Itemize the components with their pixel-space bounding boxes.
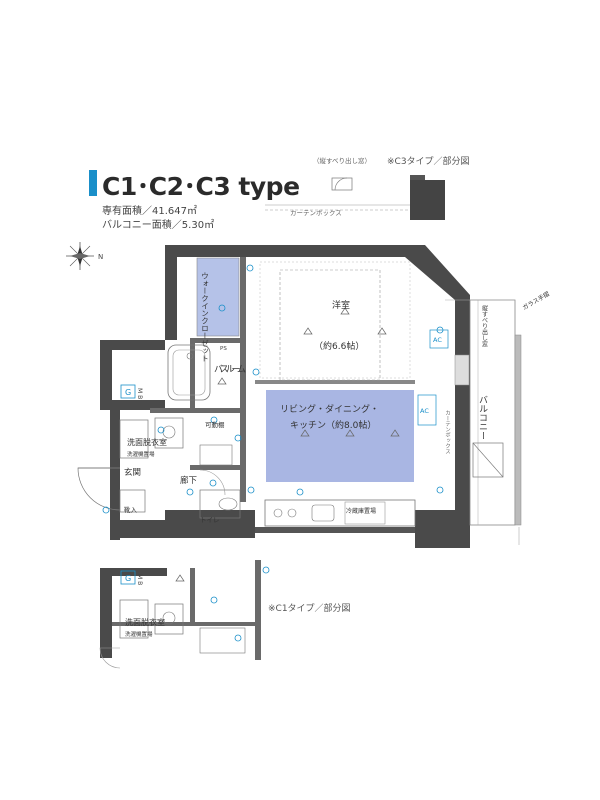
washroom-label: 洗面脱衣室 [127, 437, 167, 447]
light-fixtures [217, 307, 400, 437]
c3-partial-diagram: （縦すべり出し窓） カーテンボックス [265, 156, 445, 220]
ac-label-bedroom: AC [433, 336, 442, 344]
movable-shelf-label: 可動棚 [205, 420, 225, 429]
wall-left-lower [110, 410, 120, 540]
wall-bottom-mid [165, 510, 255, 538]
svg-text:N: N [98, 253, 103, 261]
washroom-sub-label: 洗濯機置場 [127, 450, 155, 458]
mb-label-c1: M B [136, 574, 143, 585]
shoe-storage-label: 靴入 [124, 505, 138, 514]
ldk-label-2: キッチン（約8.0帖） [290, 419, 376, 431]
curtain-box-side-label: カーテンボックス [444, 410, 451, 455]
wall-bottom-right [415, 510, 470, 548]
ldk-area [266, 390, 414, 482]
mb-label: M B [136, 388, 143, 399]
vertical-slide-window-top-label: （縦すべり出し窓） [313, 156, 371, 165]
balcony-area-text: バルコニー面積／5.30㎡ [102, 220, 215, 231]
title-accent-bar [89, 170, 97, 196]
outlet-markers [102, 264, 444, 514]
private-area-text: 専有面積／41.647㎡ [102, 206, 197, 217]
gas-meter-label: G [125, 388, 131, 397]
wall-left-upper [165, 245, 177, 340]
fridge-label: 冷蔵庫置場 [346, 507, 376, 515]
plan-title: C1･C2･C3 type [102, 172, 300, 201]
glass-rail-label: ガラス手摺 [521, 290, 551, 312]
wall-top [165, 245, 405, 257]
bath-label: バスルーム [214, 364, 246, 375]
room-labels: ウォークインクローゼット 洋室 （約6.6帖） バスルーム リビング・ダイニング… [124, 272, 551, 524]
wall-bottom-left [110, 520, 165, 538]
compass-icon: N [66, 242, 103, 270]
gas-meter-label-c1: G [125, 574, 131, 583]
washroom-label-c1: 洗面脱衣室 [125, 617, 165, 627]
wall-left-mid [100, 340, 112, 400]
entrance-label: 玄関 [124, 467, 141, 478]
bedroom-label: 洋室 [332, 299, 350, 311]
toilet-label: トイレ [200, 516, 220, 524]
vertical-slide-window-label: 縦すべり出し窓 [481, 304, 488, 347]
c3-partial-note: ※C3タイプ／部分図 [387, 157, 470, 167]
ps-label: PS [220, 346, 227, 352]
c1-partial-note: ※C1タイプ／部分図 [268, 604, 351, 614]
c1-partial-diagram: G M B 洗面脱衣室 洗濯機置場 [99, 560, 270, 669]
ac-label-living: AC [420, 407, 429, 415]
partial-wall [410, 180, 445, 220]
ldk-label-1: リビング・ダイニング・ [280, 403, 379, 415]
walk-in-closet-area [196, 257, 240, 337]
washroom-sub-label-c1: 洗濯機置場 [125, 630, 153, 638]
main-plan: AC AC G M B [77, 245, 522, 548]
wall-interior-1 [240, 257, 246, 502]
walk-in-closet-label: ウォークインクローゼット [200, 272, 209, 362]
balcony-label: バルコニー [477, 395, 488, 440]
curtain-box-top-label: カーテンボックス [290, 209, 342, 217]
bathtub [167, 344, 211, 401]
hallway-label: 廊下 [180, 475, 198, 486]
entrance-door-swing [77, 467, 121, 511]
bedroom-size-label: （約6.6帖） [314, 340, 364, 352]
